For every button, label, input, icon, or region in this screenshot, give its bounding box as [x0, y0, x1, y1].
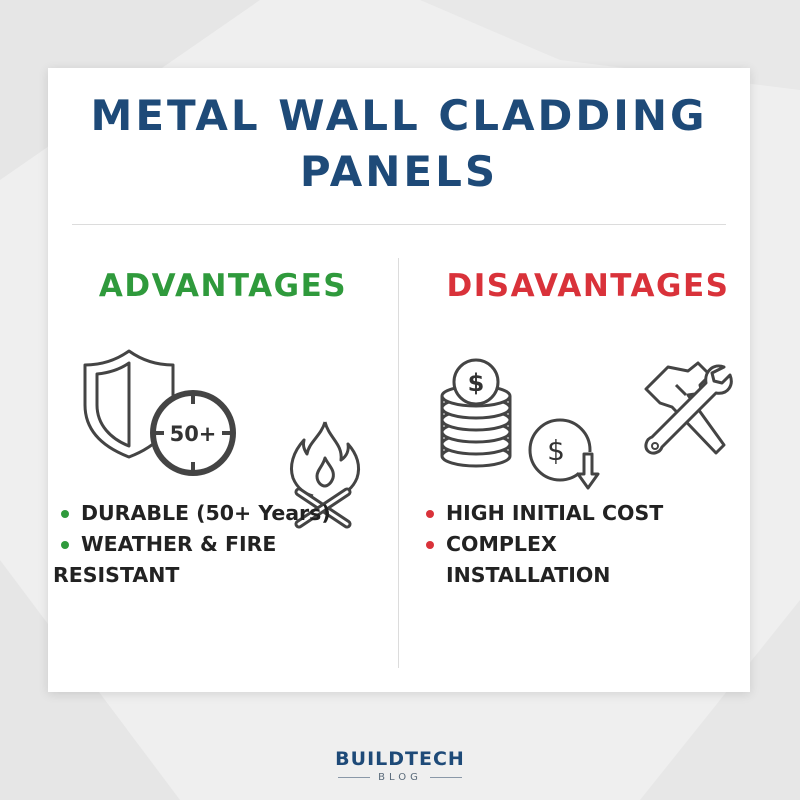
column-divider — [398, 258, 399, 668]
brand-rule-right — [429, 777, 462, 778]
list-item: COMPLEX — [418, 529, 738, 560]
disadvantages-column: DISAVANTAGES $ $ — [418, 258, 758, 678]
title-line-1: METAL WALL CLADDING — [90, 91, 708, 140]
advantages-column: ADVANTAGES 50+ DURABLE (50+ Years) WEATH — [53, 258, 393, 678]
bullet-dot — [61, 510, 69, 518]
list-item: HIGH INITIAL COST — [418, 498, 738, 529]
list-item: DURABLE (50+ Years) — [53, 498, 373, 529]
bullet-dot — [61, 541, 69, 549]
badge-text: 50+ — [170, 422, 217, 446]
brand-logo: BUILDTECH BLOG — [0, 748, 800, 783]
list-item-continuation: RESISTANT — [53, 563, 180, 587]
dollar-down-icon: $ — [528, 418, 600, 490]
brand-sub: BLOG — [378, 772, 422, 783]
hammer-wrench-icon — [644, 361, 733, 455]
disadvantages-list: HIGH INITIAL COST COMPLEX INSTALLATION — [418, 498, 738, 591]
svg-text:$: $ — [547, 434, 565, 467]
brand-name: BUILDTECH — [335, 748, 465, 770]
title-divider — [72, 224, 726, 225]
shield-icon — [83, 349, 175, 459]
clock-badge-icon: 50+ — [150, 390, 236, 476]
brand-rule-left — [338, 777, 371, 778]
disadvantages-heading: DISAVANTAGES — [446, 268, 730, 304]
advantages-list: DURABLE (50+ Years) WEATHER & FIRE RESIS… — [53, 498, 373, 591]
list-item-continuation: INSTALLATION — [446, 563, 611, 587]
svg-text:$: $ — [468, 369, 485, 397]
dollar-coins-icon: $ — [440, 358, 512, 468]
advantages-heading: ADVANTAGES — [98, 268, 348, 304]
title-line-2: PANELS — [299, 147, 499, 196]
no-fire-icon — [289, 421, 361, 529]
bullet-dot — [426, 510, 434, 518]
list-item: WEATHER & FIRE — [53, 529, 373, 560]
info-card: METAL WALL CLADDING PANELS ADVANTAGES 50… — [48, 68, 750, 692]
page-title: METAL WALL CLADDING PANELS — [48, 88, 750, 200]
bullet-dot — [426, 541, 434, 549]
